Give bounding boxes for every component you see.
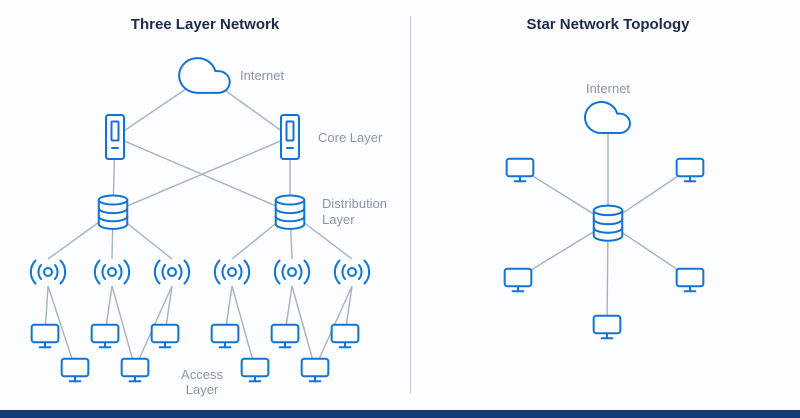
switch-icon bbox=[97, 193, 129, 231]
access-point-icon bbox=[273, 259, 311, 285]
monitor-icon bbox=[675, 157, 705, 183]
cloud-icon bbox=[585, 102, 630, 133]
access-layer-label-line2: Layer bbox=[186, 382, 219, 397]
monitor-icon bbox=[300, 357, 330, 383]
monitor-icon bbox=[503, 267, 533, 293]
left-diagram-title: Three Layer Network bbox=[131, 16, 280, 33]
link-line bbox=[231, 285, 256, 369]
monitor-icon bbox=[90, 323, 120, 349]
connection-lines bbox=[44, 75, 353, 369]
link-line bbox=[291, 285, 316, 369]
monitor-icon bbox=[592, 314, 622, 340]
star-topology-diagram: Star Network Topology Internet bbox=[503, 16, 705, 340]
monitor-icon bbox=[675, 267, 705, 293]
internet-label: Internet bbox=[240, 68, 284, 83]
monitor-icon bbox=[270, 323, 300, 349]
link-line bbox=[111, 285, 136, 369]
monitor-icon bbox=[240, 357, 270, 383]
link-line bbox=[47, 285, 76, 369]
distribution-layer-label-line1: Distribution bbox=[322, 196, 387, 211]
monitor-icon bbox=[60, 357, 90, 383]
right-diagram-title: Star Network Topology bbox=[526, 16, 690, 33]
cloud-icon bbox=[179, 58, 230, 93]
access-point-icon bbox=[153, 259, 191, 285]
monitor-icon bbox=[210, 323, 240, 349]
switch-icon bbox=[592, 204, 624, 243]
access-point-icon bbox=[29, 259, 67, 285]
monitor-icon bbox=[30, 323, 60, 349]
monitor-icon bbox=[330, 323, 360, 349]
link-line bbox=[112, 136, 291, 213]
three-layer-network-diagram: Three Layer Network bbox=[29, 16, 387, 397]
monitor-icon bbox=[150, 323, 180, 349]
access-point-icon bbox=[333, 259, 371, 285]
footer-bar bbox=[0, 410, 800, 418]
router-icon bbox=[105, 114, 125, 160]
switch-icon bbox=[274, 193, 306, 231]
monitor-icon bbox=[505, 157, 535, 183]
core-layer-label: Core Layer bbox=[318, 130, 383, 145]
access-point-icon bbox=[93, 259, 131, 285]
router-icon bbox=[280, 114, 300, 160]
distribution-layer-label-line2: Layer bbox=[322, 212, 355, 227]
access-layer-label-line1: Access bbox=[181, 367, 223, 382]
monitor-icon bbox=[120, 357, 150, 383]
access-point-icon bbox=[213, 259, 251, 285]
internet-label: Internet bbox=[586, 81, 630, 96]
